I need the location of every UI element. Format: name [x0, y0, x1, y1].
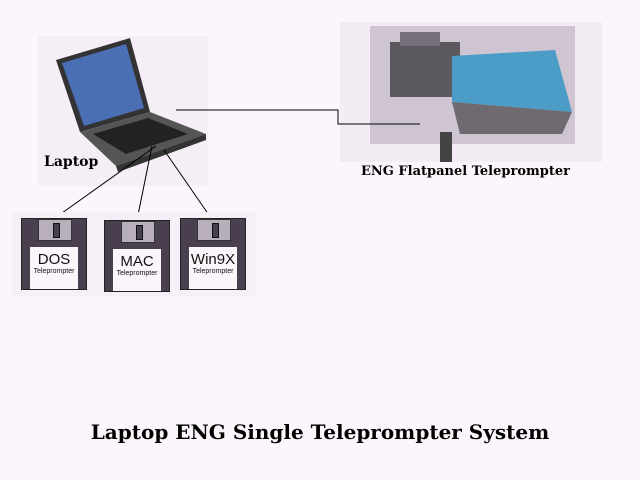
laptop-label: Laptop	[44, 154, 99, 170]
laptop-to-win9x-line	[163, 149, 212, 219]
floppy-sub-label: Teleprompter	[116, 270, 158, 277]
floppy-shutter-icon	[197, 219, 231, 241]
laptop-to-mac-line	[136, 145, 153, 221]
floppy-os-label: Win9X	[190, 251, 236, 268]
floppy-sub-label: Teleprompter	[33, 268, 75, 275]
laptop-image-panel	[38, 36, 208, 186]
floppy-shutter-icon	[38, 219, 72, 241]
laptop-to-dos-line	[54, 145, 157, 219]
teleprompter-label: ENG Flatpanel Teleprompter	[361, 164, 570, 179]
floppy-sub-label: Teleprompter	[192, 268, 234, 275]
teleprompter-image-panel	[340, 22, 602, 162]
teleprompter-camera-icon	[370, 26, 575, 162]
diagram-title: Laptop ENG Single Teleprompter System	[90, 420, 550, 444]
floppy-os-label: MAC	[120, 253, 154, 270]
floppy-shutter-icon	[121, 221, 155, 243]
floppy-os-label: DOS	[37, 251, 71, 268]
laptop-icon	[56, 38, 206, 172]
laptop-to-teleprompter-cable	[176, 109, 420, 125]
